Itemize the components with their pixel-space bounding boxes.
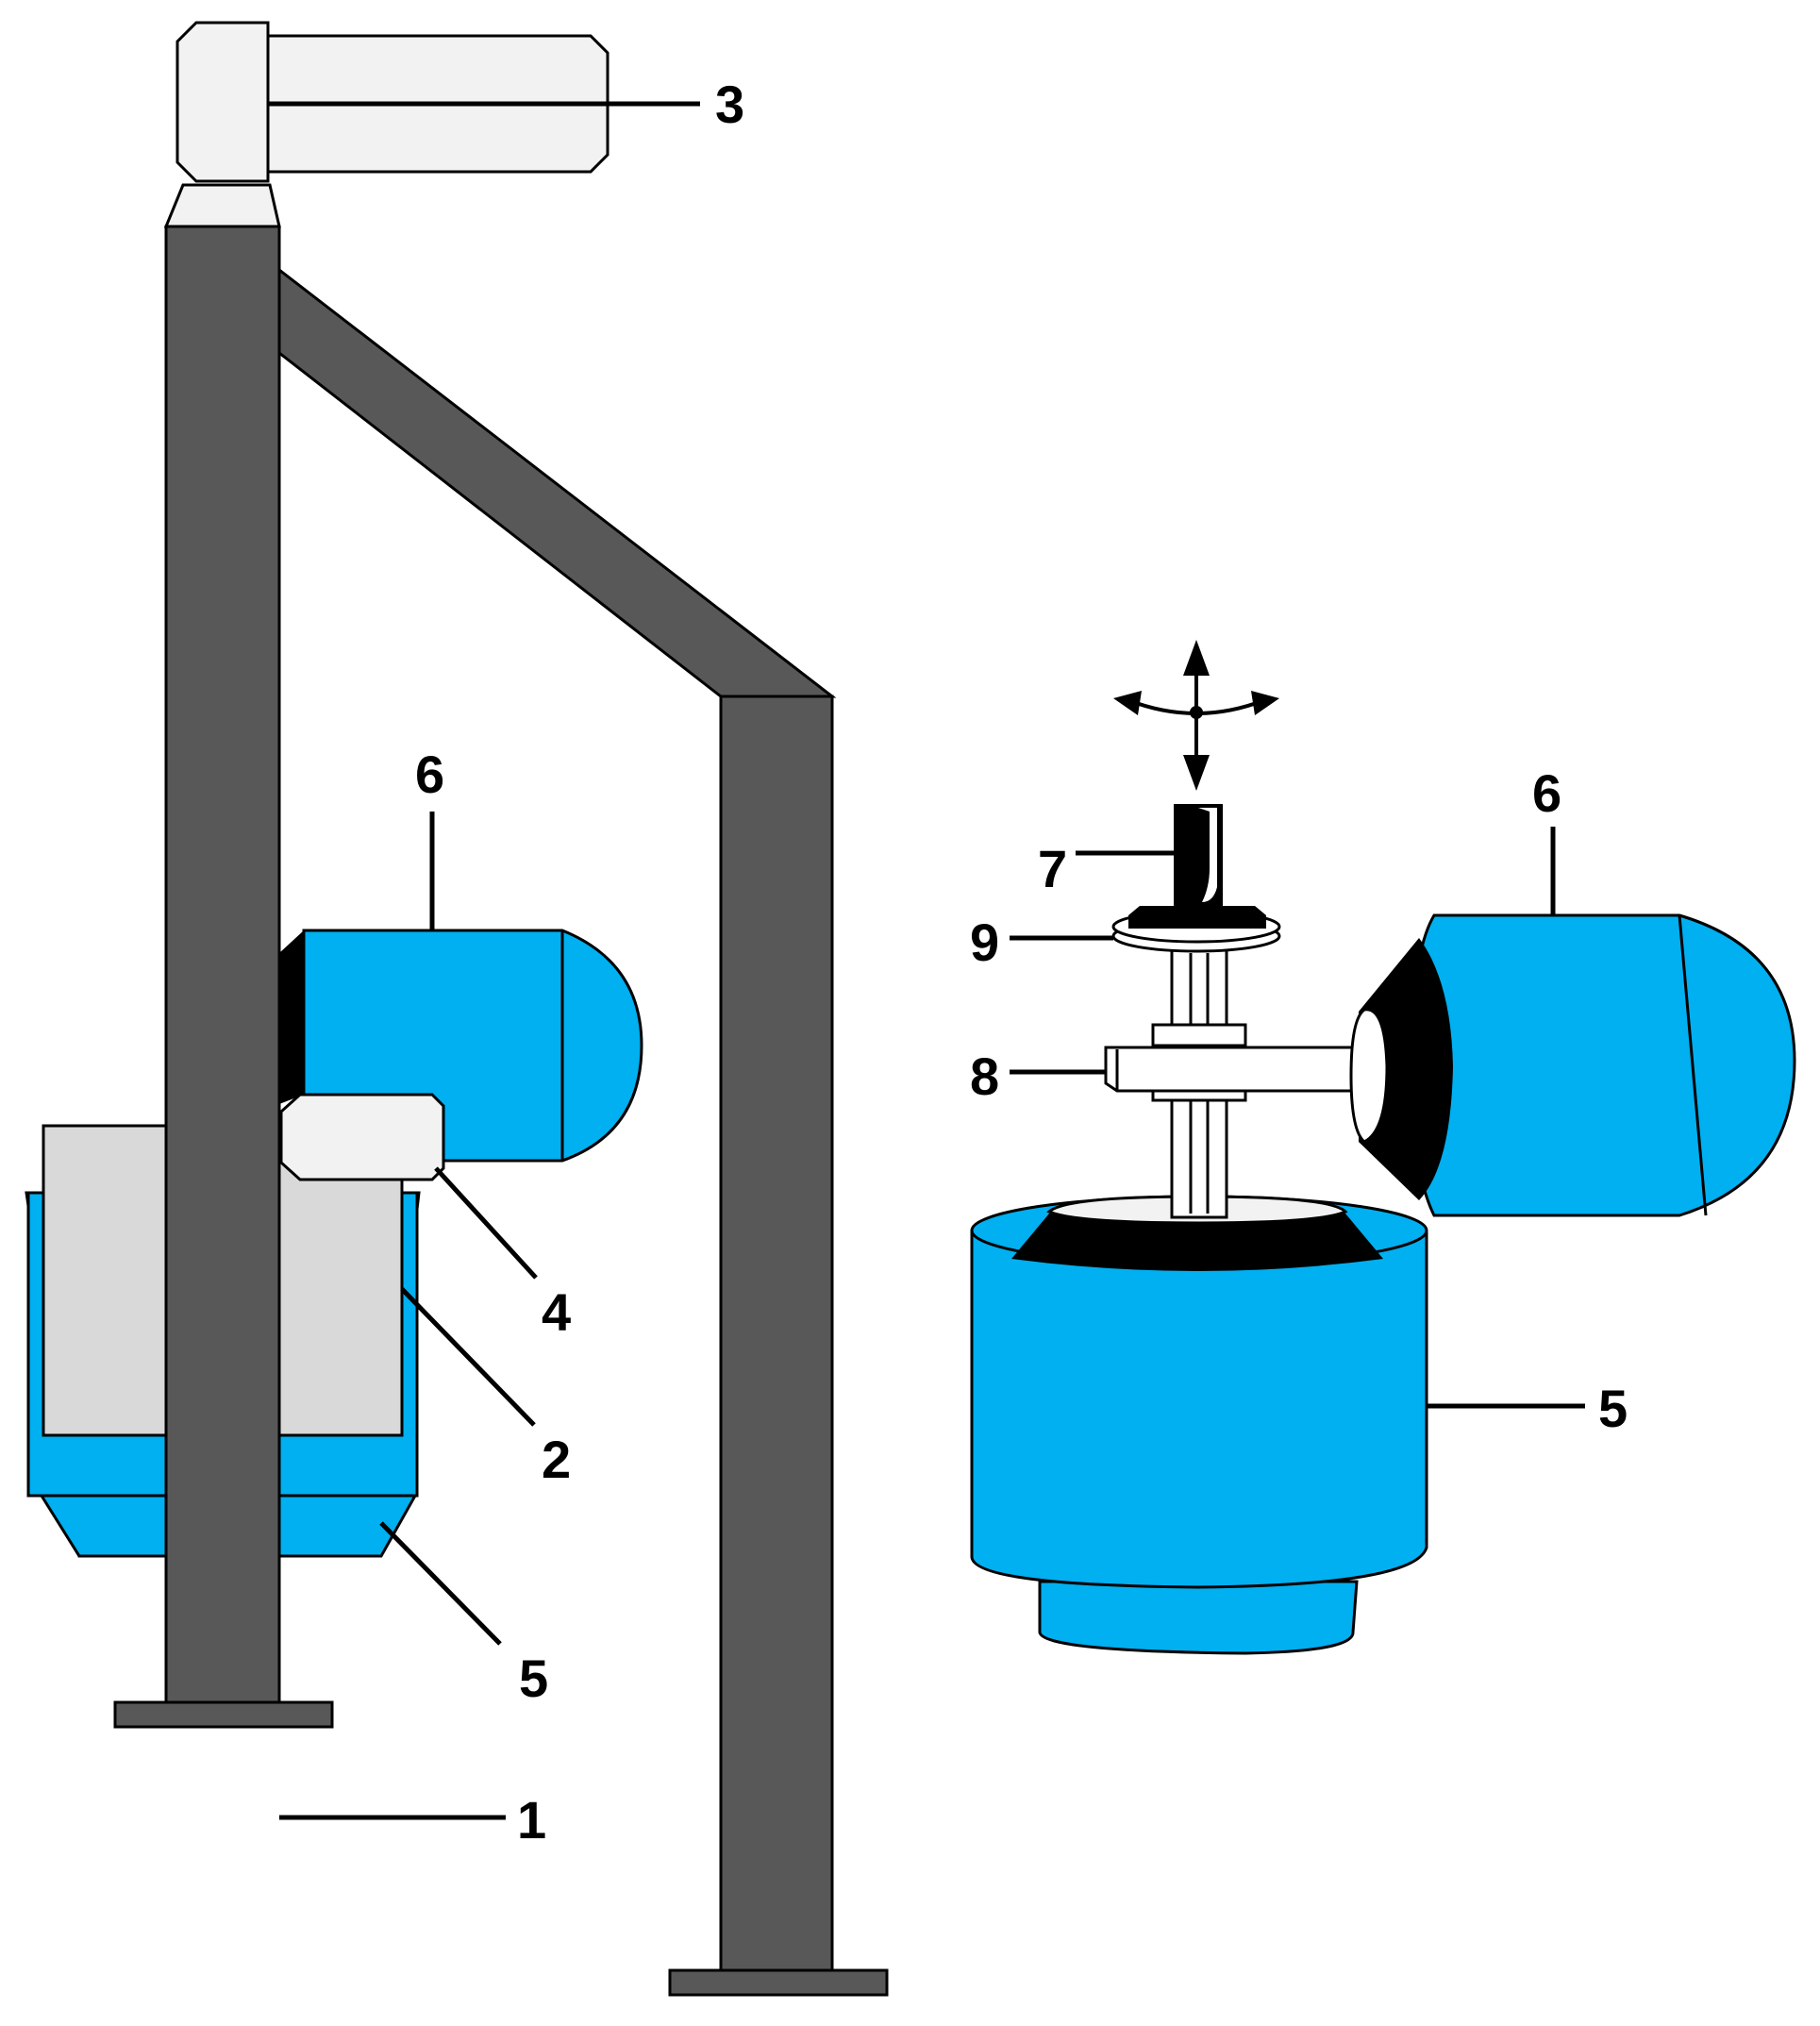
label-arm: 8: [970, 1046, 999, 1106]
label-tool-head: 7: [1038, 839, 1067, 898]
label-right-cylinder: 6: [1532, 763, 1561, 823]
label-left-base: 5: [519, 1649, 548, 1708]
label-bracket: 4: [542, 1282, 571, 1342]
arm: [1104, 1046, 1361, 1093]
leader-lines: [268, 101, 1585, 1820]
label-flange: 9: [970, 913, 999, 972]
label-left-housing: 2: [542, 1430, 571, 1489]
shaft: [1151, 947, 1247, 1219]
bracket: [279, 1093, 445, 1181]
label-top-unit: 3: [715, 75, 744, 134]
label-frame-column: 1: [517, 1790, 546, 1850]
label-right-base: 5: [1598, 1379, 1628, 1438]
motion-arrows-icon: [1113, 640, 1279, 791]
right-base-unit: [970, 1195, 1428, 1655]
frame: [113, 225, 889, 1997]
label-left-cylinder: 6: [415, 745, 444, 804]
tool-head: [1174, 804, 1223, 915]
top-unit: [163, 21, 609, 228]
right-cylinder: [1349, 913, 1796, 1217]
flange: [1111, 906, 1281, 953]
